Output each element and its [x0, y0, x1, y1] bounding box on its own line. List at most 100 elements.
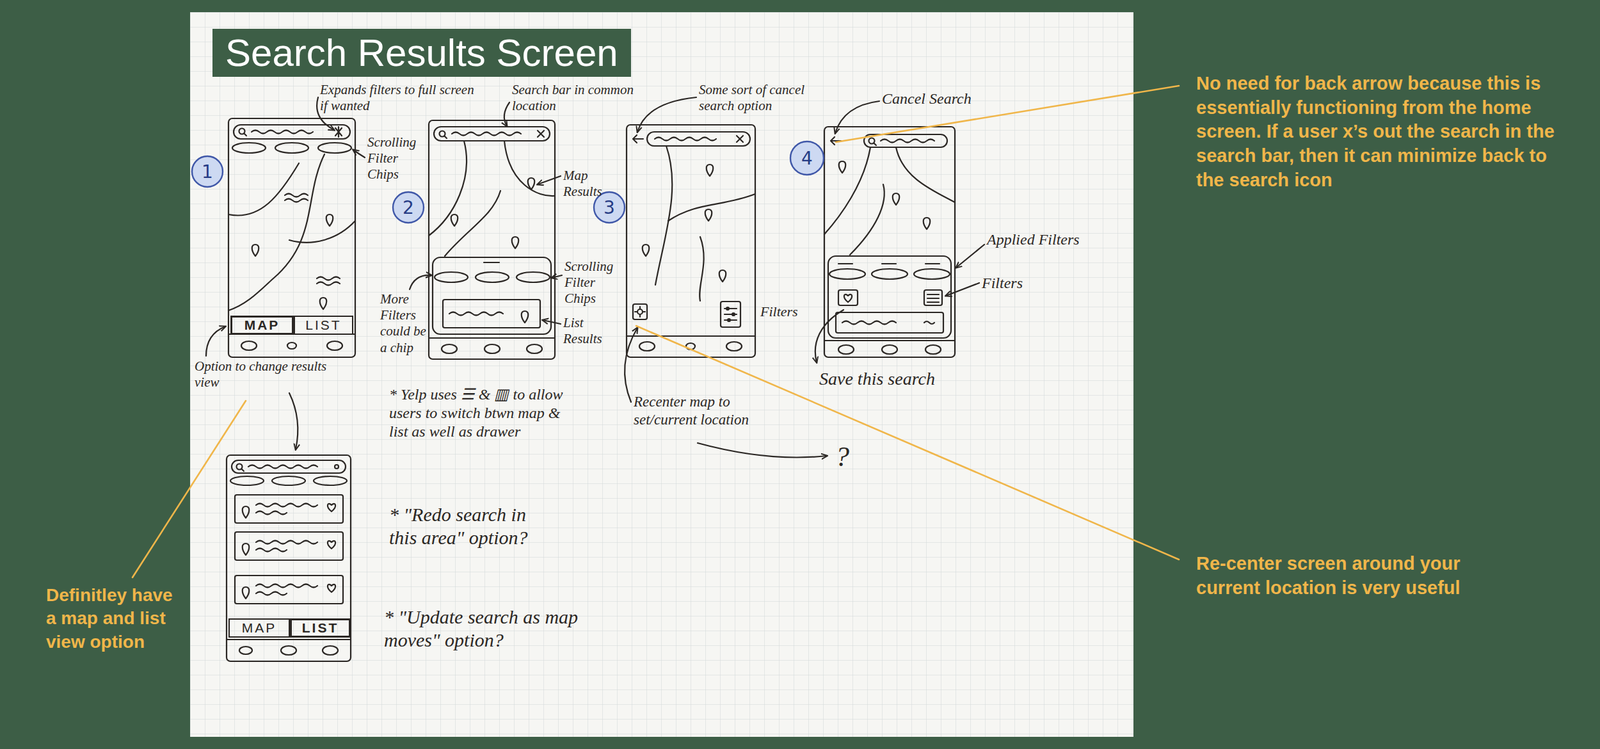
phone-sketch — [871, 268, 908, 280]
handwritten-note: Search bar in common location — [512, 81, 650, 114]
ink-arrow — [697, 442, 827, 458]
phone-sketch — [318, 142, 352, 153]
phone-sketch — [655, 145, 672, 285]
paper-grid — [190, 12, 1134, 737]
phone-sketch — [256, 503, 318, 507]
phone-sketch — [829, 268, 866, 280]
node-text: 3 — [603, 197, 616, 219]
view-tab: LIST — [289, 618, 351, 638]
phone-sketch — [251, 130, 313, 134]
phone-sketch — [242, 506, 250, 518]
phone-sketch — [736, 135, 744, 143]
ink-arrow — [504, 102, 510, 127]
phone-sketch — [880, 139, 935, 143]
annotation-callout: No need for back arrow because this is e… — [1196, 71, 1555, 192]
phone-sketch — [231, 460, 346, 473]
phone-sketch — [256, 511, 287, 515]
phone-sketch — [892, 193, 900, 205]
phone-sketch — [289, 220, 356, 243]
phone-sketch — [849, 184, 885, 255]
annotation-callout: Re-center screen around your current loc… — [1196, 551, 1529, 600]
phone-sketch — [228, 118, 356, 358]
phone-sketch — [724, 308, 737, 320]
phone-sketch — [913, 268, 950, 280]
handwritten-note: Scrolling Filter Chips — [367, 134, 429, 184]
phone-sketch — [248, 465, 318, 469]
node-text: LIST — [305, 317, 342, 333]
ink-arrow — [835, 101, 880, 134]
phone-sketch — [839, 161, 847, 173]
circle-outline — [790, 141, 824, 175]
ink-arrow — [537, 176, 561, 185]
phone-sketch — [233, 124, 351, 139]
phone-sketch — [923, 217, 931, 230]
phone-sketch — [705, 209, 713, 221]
phone-sketch — [441, 344, 457, 354]
ink-arrow — [409, 275, 432, 290]
phone-sketch — [483, 261, 500, 264]
phone-sketch — [484, 344, 500, 354]
step-number: 4 — [789, 140, 825, 176]
view-tab: MAP — [228, 618, 290, 638]
handwritten-note: Option to change results view — [194, 358, 336, 391]
handwritten-note: ? — [835, 440, 861, 475]
phone-sketch — [642, 244, 650, 256]
handwritten-note: Filters — [760, 303, 815, 320]
page-title: Search Results Screen — [212, 28, 632, 77]
phone-sketch — [439, 131, 448, 139]
ink-arrow — [815, 309, 844, 363]
node-text: 2 — [402, 197, 415, 219]
phone-sketch — [626, 335, 756, 337]
phone-sketch — [242, 586, 250, 599]
circle-outline — [392, 192, 424, 223]
phone-sketch — [226, 455, 351, 662]
phone-sketch — [226, 455, 351, 662]
handwritten-note: Filters — [981, 273, 1059, 293]
phone-sketch — [256, 592, 287, 596]
ink-arrow — [945, 282, 980, 296]
phone-sketch — [320, 297, 328, 310]
phone-sketch — [280, 645, 297, 655]
phone-sketch — [842, 321, 896, 325]
handwritten-note: Map Results — [563, 167, 620, 200]
phone-sketch — [838, 263, 940, 265]
phone-sketch — [322, 645, 338, 655]
handwritten-note: * "Redo search in this area" option? — [389, 503, 550, 550]
phone-sketch — [720, 301, 741, 328]
phone-sketch — [504, 140, 555, 196]
ink-arrow — [624, 327, 638, 402]
phone-sketch — [428, 140, 467, 236]
phone-sketch — [824, 126, 955, 358]
phone-sketch — [639, 341, 655, 351]
node-text: MAP — [241, 620, 278, 636]
phone-sketch — [699, 236, 704, 301]
ink-arrow — [289, 392, 298, 450]
phone-sketch — [924, 289, 943, 306]
phone-sketch — [334, 464, 339, 469]
phone-sketch — [252, 244, 260, 256]
step-number: 1 — [190, 154, 224, 189]
phone-sketch — [732, 312, 735, 316]
phone-sketch — [444, 190, 501, 256]
phone-sketch — [526, 344, 543, 354]
leader-line — [132, 400, 246, 578]
phone-sketch — [632, 135, 644, 143]
node-text: MAP — [244, 317, 281, 333]
phone-sketch — [433, 126, 550, 141]
ink-arrow — [551, 275, 562, 278]
ink-arrow — [206, 97, 985, 458]
phone-sketch — [239, 646, 253, 655]
phone-sketch — [449, 312, 504, 316]
handwritten-note: Recenter map to set/current location — [633, 392, 762, 429]
phone-sketch — [626, 124, 756, 358]
phone-sketch — [637, 309, 643, 315]
leader-line — [132, 85, 1179, 578]
phone-sketch — [236, 464, 245, 472]
circle-outline — [192, 156, 223, 187]
phone-sketch — [824, 126, 955, 358]
phone-sketch — [828, 256, 952, 338]
phone-sketch — [864, 134, 948, 148]
handwritten-note: Expands filters to full screen if wanted — [320, 81, 480, 114]
handwritten-note: Some sort of cancel search option — [698, 81, 827, 114]
